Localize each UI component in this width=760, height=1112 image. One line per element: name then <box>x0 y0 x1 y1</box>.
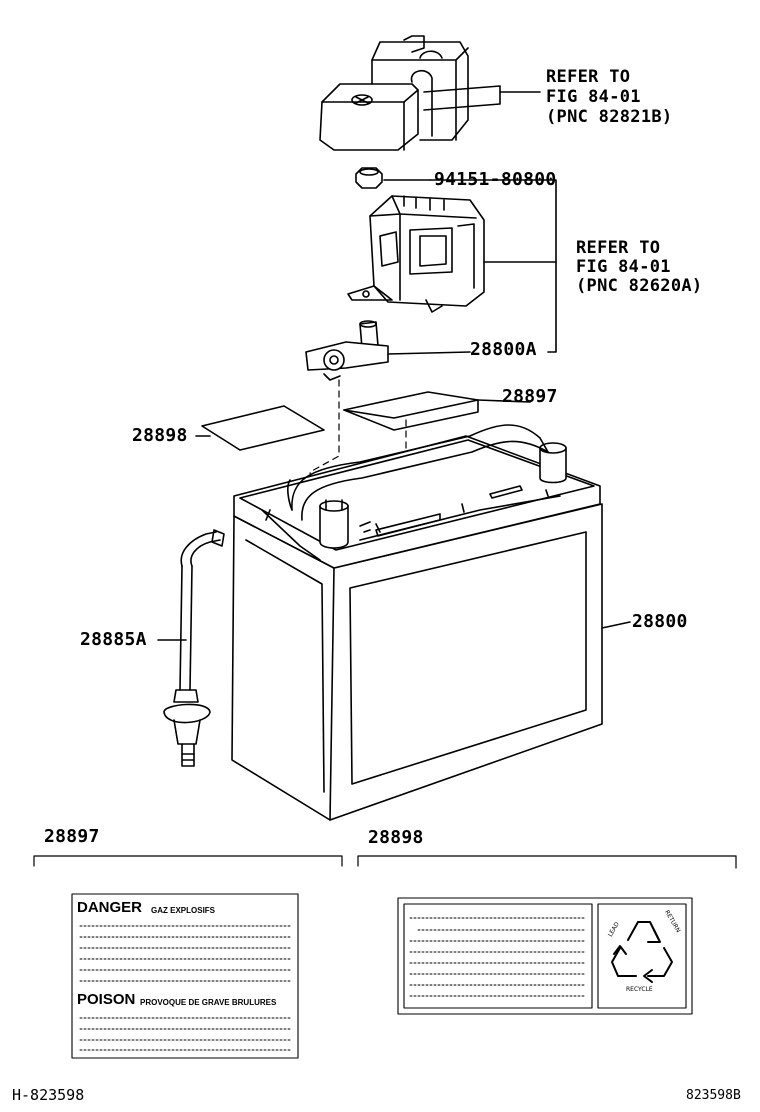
battery-drawing <box>231 424 631 821</box>
recycle-arrows-icon <box>611 921 673 983</box>
relay-ref-line2: FIG 84-01 <box>546 87 641 107</box>
danger-text: GAZ EXPLOSIFS <box>151 906 216 915</box>
bolt-drawing <box>355 167 431 189</box>
detail-brackets <box>33 855 737 869</box>
terminal-drawing <box>305 320 471 381</box>
recycle-label-frame <box>397 897 693 1015</box>
label-part-number-right[interactable]: 28897 <box>502 386 558 407</box>
danger-label-frame <box>71 893 299 1059</box>
poison-text: PROVOQUE DE GRAVE BRULURES <box>140 998 277 1007</box>
poison-word: POISON <box>77 991 136 1008</box>
fuse-ref-line2: FIG 84-01 <box>576 257 671 277</box>
detail-heading-right[interactable]: 28898 <box>368 827 424 848</box>
label-part-number-left[interactable]: 28898 <box>132 425 188 446</box>
bracket-leader <box>429 179 557 353</box>
relay-cover-drawing <box>319 35 541 151</box>
danger-word: DANGER <box>77 899 143 916</box>
fuse-block-drawing <box>347 195 557 313</box>
label-sheets-drawing <box>195 391 531 451</box>
battery-part-number[interactable]: 28800 <box>632 611 688 632</box>
detail-heading-left[interactable]: 28897 <box>44 826 100 847</box>
vent-tube-drawing <box>157 529 225 767</box>
bolt-part-number[interactable]: 94151-80800 <box>434 169 557 190</box>
fuse-ref-line1: REFER TO <box>576 238 661 258</box>
vent-tube-part-number[interactable]: 28885A <box>80 629 147 650</box>
footer-left-code: H-823598 <box>12 1086 85 1104</box>
footer-right-code: 823598B <box>686 1088 741 1103</box>
relay-ref-line3: (PNC 82821B) <box>546 107 673 127</box>
relay-ref-line1: REFER TO <box>546 67 631 87</box>
recycle-bottom: RECYCLE <box>626 986 653 993</box>
fuse-ref-line3: (PNC 82620A) <box>576 276 703 296</box>
terminal-part-number[interactable]: 28800A <box>470 339 537 360</box>
